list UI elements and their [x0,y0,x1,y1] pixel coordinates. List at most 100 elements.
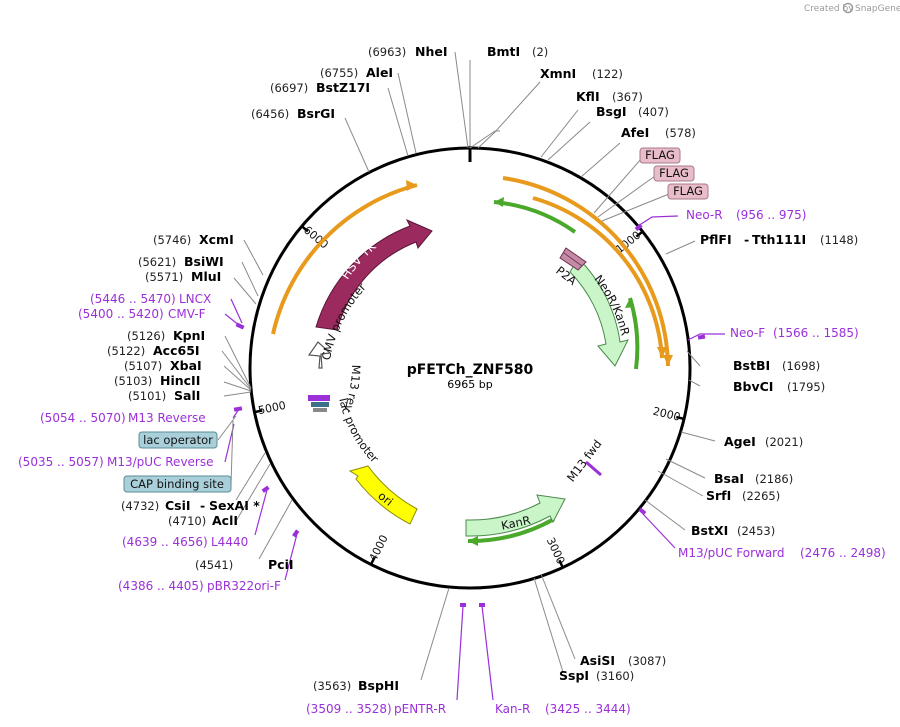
site-pos-csii: (4732) [121,499,159,513]
plasmid-size: 6965 bp [447,378,492,391]
primer-name-neo-f[interactable]: Neo-F [730,326,765,340]
primer-range-lncx: (5446 .. 5470) [90,292,176,306]
site-name-bstbi[interactable]: BstBI [733,358,770,373]
tick-label-5000: 5000 [257,399,287,417]
site-name-bsai[interactable]: BsaI [714,471,744,486]
primer-range-neo-r: (956 .. 975) [736,208,806,222]
cap-binding-site-box[interactable] [123,475,232,493]
primer-name-l4440[interactable]: L4440 [211,535,248,549]
site-name-bmti[interactable]: BmtI [487,44,520,59]
snapgene-logo-icon [842,2,854,14]
tick-mark-4000 [369,556,376,566]
site-pos-kfli: (367) [612,90,643,104]
site-name-sexai[interactable]: SexAI * [209,498,260,513]
primer-range-pbr322ori-f: (4386 .. 4405) [118,579,204,593]
site-leader-lines [221,51,716,681]
orange-arc-hsvtk-arrowhead [406,180,417,191]
site-sep-pflfi: - [744,232,749,247]
tick-mark-3000 [558,559,564,569]
green-arc-right-arrowhead [625,298,634,308]
primer-name-neo-r[interactable]: Neo-R [686,208,723,222]
site-name-kpni[interactable]: KpnI [173,328,205,343]
m13-fwd-marker[interactable] [585,460,602,477]
flag-box-2[interactable] [653,165,695,182]
primer-name-m13-reverse[interactable]: M13 Reverse [128,411,206,425]
neor-kanr-feature[interactable] [569,257,629,367]
site-name-alei[interactable]: AleI [366,65,393,80]
tick-mark-1000 [635,230,644,238]
site-name-acli[interactable]: AclI [212,513,238,528]
site-pos-xmni: (122) [592,67,623,81]
site-pos-bstxi: (2453) [737,524,775,538]
site-name-bsiwi[interactable]: BsiWI [184,254,224,269]
primer-name-kan-r[interactable]: Kan-R [495,702,530,716]
site-name-hincii[interactable]: HincII [160,373,200,388]
primer-name-pentr-r[interactable]: pENTR-R [394,702,446,716]
site-pos-sali: (5101) [128,389,166,403]
site-name-nhei[interactable]: NheI [415,44,448,59]
orange-arc-inner-extent [532,196,664,359]
lac-operator-box[interactable] [138,431,218,449]
flag-box-3[interactable] [667,183,709,200]
primer-range-cmv-f: (5400 .. 5420) [78,307,164,321]
hsv-tk-feature[interactable] [315,218,433,331]
site-name-bbvci[interactable]: BbvCI [733,379,773,394]
site-name-asisi[interactable]: AsiSI [580,653,615,668]
site-pos-agei: (2021) [765,435,803,449]
orange-arc-neor-arrowhead [663,355,673,366]
lac-operator-leader [217,415,237,441]
site-name-pcii[interactable]: PciI [268,557,294,572]
site-pos-bsrgi: (6456) [251,107,289,121]
cap-site-marker[interactable] [313,408,327,412]
site-name-acc65i[interactable]: Acc65I [153,343,200,358]
site-name-mlui[interactable]: MluI [191,269,221,284]
site-name-bstz17i[interactable]: BstZ17I [316,80,370,95]
kanr-label: KanR [500,513,532,533]
site-name-bsgi[interactable]: BsgI [596,104,627,119]
tick-mark-5000 [254,409,263,414]
site-pos-xbai: (5107) [124,359,162,373]
primer-name-pbr322ori-f[interactable]: pBR322ori-F [207,579,281,593]
site-name-xcmi[interactable]: XcmI [199,232,234,247]
ori-feature[interactable] [348,465,418,525]
site-name-bsrgi[interactable]: BsrGI [297,106,335,121]
flag-box-1[interactable] [639,147,681,164]
site-name-bsphi[interactable]: BspHI [358,678,399,693]
site-pos-bsgi: (407) [638,105,669,119]
primer-name-lncx[interactable]: LNCX [179,292,211,306]
kanr-feature[interactable] [465,494,566,537]
site-name-sspi[interactable]: SspI [559,668,589,683]
primer-name-cmv-f[interactable]: CMV-F [168,307,206,321]
site-name-csii[interactable]: CsiI [165,498,191,513]
site-sep-csii: - [200,498,205,513]
site-name-tth111i[interactable]: Tth111I [752,232,806,247]
flag-label-1: FLAG [645,148,675,162]
site-pos-pflfi: (1148) [820,233,858,247]
site-pos-bbvci: (1795) [787,380,825,394]
site-name-afei[interactable]: AfeI [621,125,649,140]
m13-rev-marker[interactable] [308,395,330,401]
cmv-promoter-arrow[interactable] [307,341,332,369]
site-name-srfi[interactable]: SrfI [706,488,731,503]
site-name-pflfi[interactable]: PflFI [700,232,732,247]
flag-label-2: FLAG [659,166,689,180]
site-pos-sspi: (3160) [596,669,634,683]
primer-range-m13-reverse: (5054 .. 5070) [40,411,126,425]
site-pos-srfi: (2265) [742,489,780,503]
plasmid-name: pFETCh_ZNF580 [407,362,534,378]
lac-operator-marker[interactable] [311,402,329,407]
primer-name-m13-puc-forward[interactable]: M13/pUC Forward [678,546,785,560]
site-name-bstxi[interactable]: BstXI [691,523,728,538]
site-name-xbai[interactable]: XbaI [170,358,202,373]
p2a-hatch [563,252,583,267]
site-name-sali[interactable]: SalI [174,388,200,403]
green-arc-left [493,200,577,234]
primer-name-m13-puc-reverse[interactable]: M13/pUC Reverse [107,455,214,469]
site-pos-bsiwi: (5621) [138,255,176,269]
cap-site-leader [230,420,234,485]
site-name-kfli[interactable]: KflI [576,89,600,104]
site-name-xmni[interactable]: XmnI [540,66,576,81]
site-name-agei[interactable]: AgeI [724,434,756,449]
primer-range-pentr-r: (3509 .. 3528) [306,702,392,716]
flag-label-3: FLAG [673,184,703,198]
